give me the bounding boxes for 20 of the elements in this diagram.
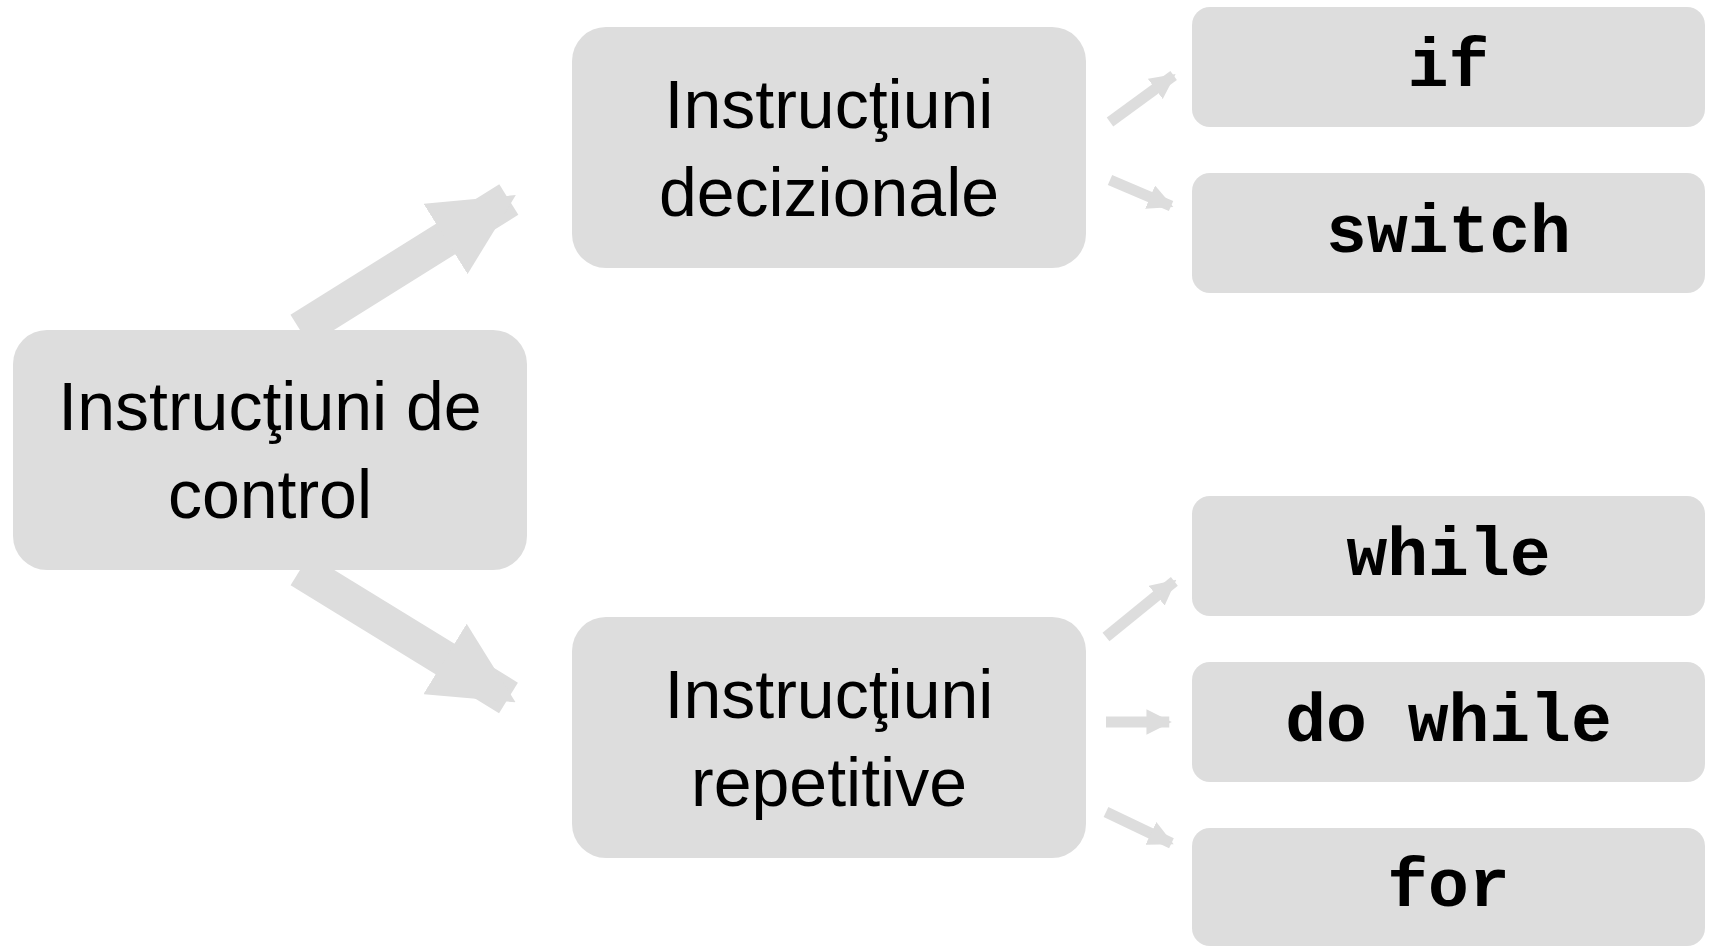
keyword-box — [1192, 173, 1705, 293]
arrow — [1106, 71, 1177, 127]
arrow — [1106, 709, 1172, 735]
keyword-label: do while — [1285, 683, 1612, 761]
category-box — [13, 330, 527, 570]
category-label: Instrucţiuni decizionale — [657, 64, 1001, 232]
keyword-label: if — [1407, 28, 1490, 106]
keyword-box — [1192, 7, 1705, 127]
keyword-label: switch — [1326, 194, 1571, 272]
category-box — [572, 617, 1086, 858]
arrow — [1107, 174, 1174, 212]
category-box — [572, 27, 1086, 268]
keyword-box — [1192, 496, 1705, 616]
keyword-label: for — [1387, 848, 1510, 926]
category-label: Instrucţiuni repetitive — [663, 654, 995, 822]
keyword-box — [1192, 662, 1705, 782]
keyword-label: while — [1346, 517, 1551, 595]
arrow — [1103, 807, 1174, 849]
category-label: Instrucţiuni de control — [57, 367, 483, 534]
keyword-box — [1192, 828, 1705, 946]
